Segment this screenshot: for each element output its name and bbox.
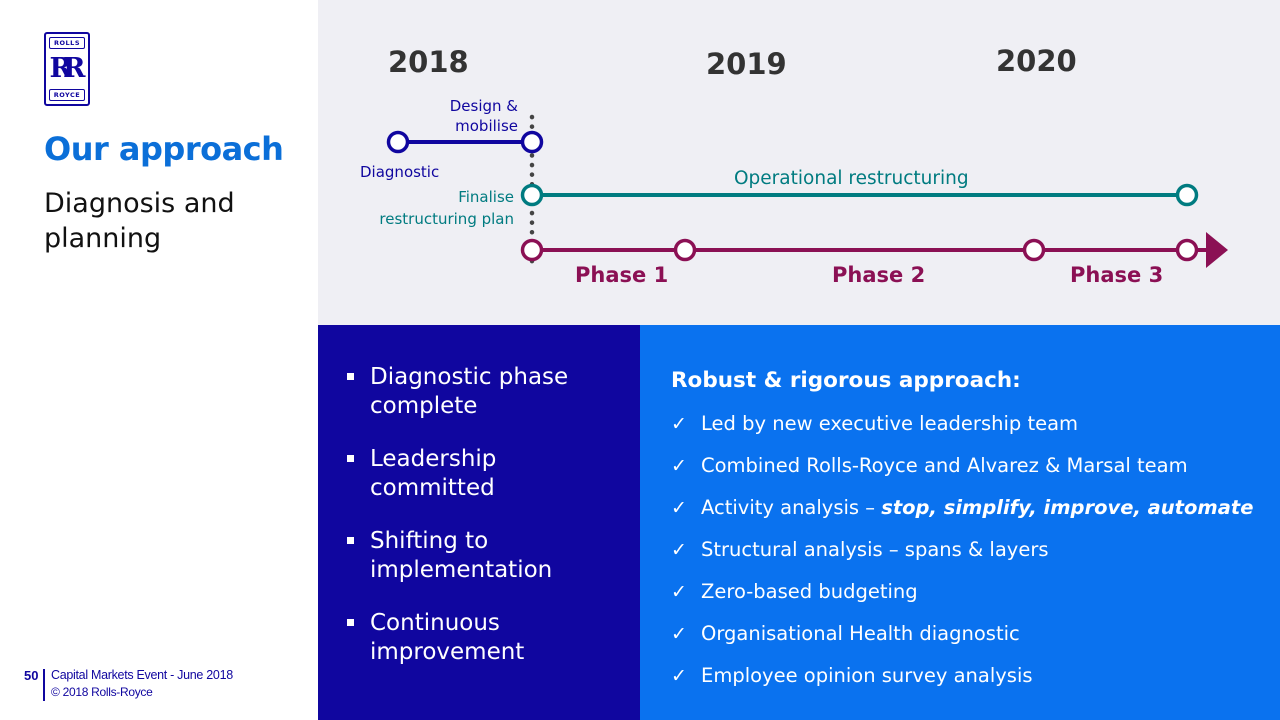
phase-node-4: [1175, 238, 1199, 262]
phase-node-3: [1022, 238, 1046, 262]
approach-item-text: Organisational Health diagnostic: [701, 622, 1020, 645]
approach-item-emphasis: stop, simplify, improve, automate: [881, 496, 1254, 519]
status-item-label: Diagnostic phase complete: [370, 364, 569, 419]
approach-item: ✓ Led by new executive leadership team: [671, 410, 1253, 452]
status-item-label: Continuous improvement: [370, 610, 525, 665]
page-subtitle: Diagnosis and planning: [44, 188, 235, 254]
label-phase-1: Phase 1: [575, 263, 668, 287]
square-bullet-icon: [347, 373, 354, 380]
timeline-diagram: 2018 2019 2020 Design & mobilise Diagnos…: [360, 44, 1228, 287]
label-design-mobilise-line1: Design &: [450, 97, 519, 115]
status-item-label: Shifting to implementation: [370, 528, 553, 583]
diagnostic-start-node: [386, 130, 410, 154]
check-icon: ✓: [671, 539, 687, 561]
status-panel: Diagnostic phase complete Leadership com…: [318, 325, 640, 720]
approach-item: ✓ Employee opinion survey analysis: [671, 662, 1253, 704]
approach-item-text: Structural analysis – spans & layers: [701, 538, 1049, 561]
page-title: Our approach: [44, 130, 284, 168]
check-icon: ✓: [671, 497, 687, 519]
label-diagnostic: Diagnostic: [360, 163, 439, 181]
label-finalise-line1: Finalise: [458, 188, 514, 206]
year-2018: 2018: [388, 45, 469, 79]
status-item: Leadership committed: [344, 445, 614, 503]
square-bullet-icon: [347, 455, 354, 462]
approach-item: ✓ Organisational Health diagnostic: [671, 620, 1253, 662]
logo-top-text: ROLLS: [49, 37, 85, 49]
label-operational-restructuring: Operational restructuring: [734, 168, 969, 189]
check-icon: ✓: [671, 455, 687, 477]
check-icon: ✓: [671, 623, 687, 645]
approach-item-text: Employee opinion survey analysis: [701, 664, 1033, 687]
phase-node-1: [520, 238, 544, 262]
approach-item-text: Activity analysis –: [701, 496, 882, 519]
approach-item-text: Led by new executive leadership team: [701, 412, 1079, 435]
approach-item-text: Combined Rolls-Royce and Alvarez & Marsa…: [701, 454, 1188, 477]
footer-divider: [43, 669, 45, 701]
approach-list: ✓ Led by new executive leadership team ✓…: [671, 410, 1253, 704]
logo-bottom-text: ROYCE: [49, 89, 85, 101]
status-list: Diagnostic phase complete Leadership com…: [344, 363, 614, 691]
timeline-panel: 2018 2019 2020 Design & mobilise Diagnos…: [318, 0, 1280, 325]
approach-item: ✓ Zero-based budgeting: [671, 578, 1253, 620]
label-phase-2: Phase 2: [832, 263, 925, 287]
year-2019: 2019: [706, 47, 787, 81]
label-finalise-line2: restructuring plan: [379, 210, 514, 228]
operational-start-node: [520, 183, 544, 207]
phase-node-2: [673, 238, 697, 262]
status-item: Diagnostic phase complete: [344, 363, 614, 421]
approach-panel: Robust & rigorous approach: ✓ Led by new…: [640, 325, 1280, 720]
approach-item: ✓ Structural analysis – spans & layers: [671, 536, 1253, 578]
status-item: Shifting to implementation: [344, 527, 614, 585]
check-icon: ✓: [671, 581, 687, 603]
footer-copyright: © 2018 Rolls-Royce: [51, 685, 153, 699]
logo-monogram: RR: [49, 53, 86, 84]
check-icon: ✓: [671, 665, 687, 687]
approach-item-text: Zero-based budgeting: [701, 580, 918, 603]
approach-item: ✓ Activity analysis – stop, simplify, im…: [671, 494, 1253, 536]
status-item: Continuous improvement: [344, 609, 614, 667]
diagnostic-end-node: [520, 130, 544, 154]
left-panel: ROLLS RR ROYCE Our approach Diagnosis an…: [0, 0, 318, 720]
approach-title: Robust & rigorous approach:: [671, 368, 1021, 393]
label-phase-3: Phase 3: [1070, 263, 1163, 287]
label-design-mobilise-line2: mobilise: [455, 117, 518, 135]
phases-arrowhead: [1206, 232, 1228, 268]
approach-item: ✓ Combined Rolls-Royce and Alvarez & Mar…: [671, 452, 1253, 494]
check-icon: ✓: [671, 413, 687, 435]
status-item-label: Leadership committed: [370, 446, 497, 501]
page-number: 50: [24, 668, 39, 683]
operational-end-node: [1175, 183, 1199, 207]
square-bullet-icon: [347, 619, 354, 626]
footer-event: Capital Markets Event - June 2018: [51, 668, 233, 682]
rolls-royce-logo: ROLLS RR ROYCE: [44, 32, 90, 106]
year-2020: 2020: [996, 44, 1077, 78]
square-bullet-icon: [347, 537, 354, 544]
